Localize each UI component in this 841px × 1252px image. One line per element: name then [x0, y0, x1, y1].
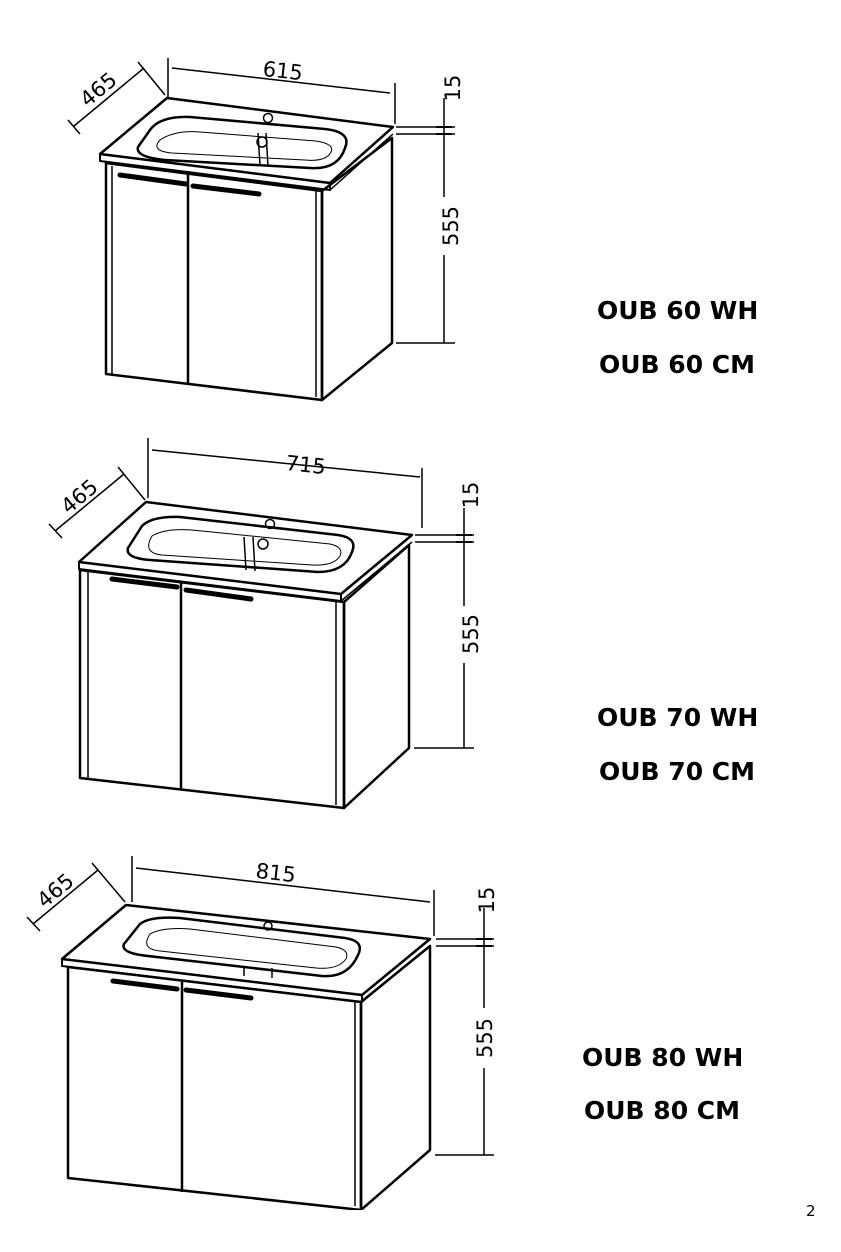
height-label: 555 [473, 1018, 497, 1058]
depth-label: 465 [32, 869, 78, 913]
basin-inner [146, 928, 348, 969]
model-code: OUB 60 CM [599, 350, 756, 379]
drain-line [265, 132, 269, 167]
extension-line [91, 862, 126, 903]
overflow-hole [257, 538, 269, 550]
cabinet-side [342, 543, 411, 810]
depth-dimension-line [73, 67, 145, 127]
model-code: OUB 80 CM [584, 1096, 741, 1125]
tap-hole [262, 112, 274, 124]
depth-dimension-line [54, 473, 125, 532]
model-code: OUB 60 WH [597, 296, 759, 325]
model-code: OUB 70 WH [597, 703, 759, 732]
basin-inner [148, 529, 342, 566]
thickness-label: 15 [441, 75, 465, 102]
extension-line [48, 523, 63, 539]
extension-line [117, 466, 146, 501]
cabinet-front [66, 965, 363, 1210]
vanity-drawing-60: 465 615 15 555 [67, 57, 465, 402]
vanity-drawing-70: 465 715 15 555 [48, 438, 483, 810]
depth-label: 465 [56, 475, 102, 519]
tap-hole [264, 518, 276, 530]
width-dimension-line [171, 67, 391, 94]
door-handle [183, 987, 254, 1001]
basin-inner [156, 131, 333, 161]
basin [136, 115, 348, 170]
depth-label: 465 [75, 68, 121, 112]
height-label: 555 [459, 614, 483, 654]
door-handle [190, 183, 262, 197]
countertop-side [329, 126, 394, 184]
height-label: 555 [439, 206, 463, 246]
basin [122, 916, 362, 978]
door-handle [109, 576, 180, 590]
page-number: 2 [806, 1202, 816, 1220]
door-handle [110, 978, 180, 992]
countertop-side [340, 534, 413, 595]
width-label: 815 [255, 859, 298, 887]
drain-line [252, 536, 256, 572]
width-dimension-line [135, 867, 431, 903]
cabinet-front [104, 161, 324, 402]
vanity-drawing-80: 465 815 15 555 [26, 856, 499, 1210]
basin [126, 515, 355, 574]
width-label: 615 [262, 57, 305, 85]
extension-line [26, 916, 41, 932]
width-label: 715 [285, 451, 327, 479]
depth-dimension-line [32, 869, 99, 925]
cabinet-side [320, 136, 394, 402]
drain-line [243, 536, 247, 571]
vanity-unit-60: 465 615 15 555 OUB 60 WH OUB 60 CM [0, 0, 841, 410]
width-dimension-line [151, 449, 421, 478]
thickness-label: 15 [475, 887, 499, 914]
cabinet-front [78, 568, 346, 810]
model-code: OUB 80 WH [582, 1043, 744, 1072]
door-handle [117, 172, 189, 187]
tap-hole [263, 921, 273, 931]
vanity-unit-80: 465 815 15 555 OUB 80 WH OUB 80 CM [0, 830, 841, 1210]
drain-line [257, 132, 261, 166]
extension-line [137, 61, 166, 96]
countertop-side [361, 938, 431, 996]
model-code: OUB 70 CM [599, 757, 756, 786]
vanity-unit-70: 465 715 15 555 OUB 70 WH OUB 70 CM [0, 420, 841, 820]
extension-line [67, 119, 81, 135]
door-handle [183, 587, 254, 602]
thickness-label: 15 [459, 482, 483, 509]
cabinet-side [359, 944, 432, 1210]
